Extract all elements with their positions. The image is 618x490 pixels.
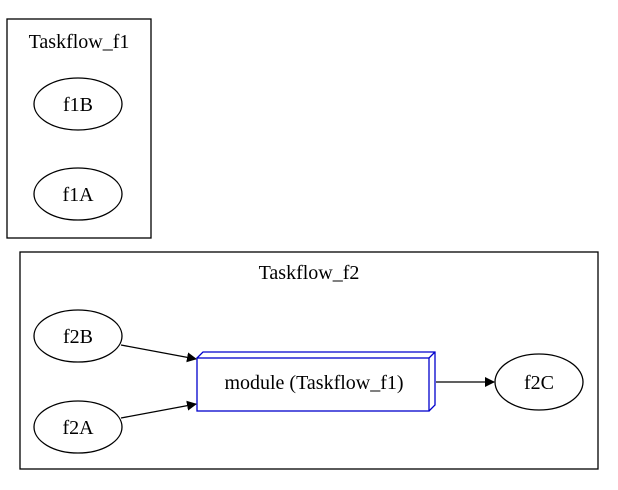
- cluster-taskflow-f2: Taskflow_f2: [19, 251, 599, 470]
- node-module-front: [196, 357, 430, 412]
- edge-f2a-to-module: [120, 400, 197, 419]
- cluster-taskflow-f1-border: [6, 18, 152, 239]
- cluster-taskflow-f2-border: [19, 251, 599, 470]
- node-module-depth: [196, 351, 436, 412]
- node-f2a-label: f2A: [62, 417, 94, 439]
- node-f1b-shape: [33, 77, 123, 131]
- cluster-taskflow-f2-label: Taskflow_f2: [259, 262, 360, 284]
- node-f2b-label: f2B: [63, 326, 93, 348]
- cluster-taskflow-f1-label: Taskflow_f1: [29, 31, 130, 53]
- node-f2a-shape: [33, 400, 123, 454]
- node-module-label: module (Taskflow_f1): [224, 372, 403, 394]
- node-f2c[interactable]: f2C: [494, 353, 584, 411]
- node-f1a[interactable]: f1A: [33, 167, 123, 221]
- node-f1a-label: f1A: [62, 184, 94, 206]
- node-f2b[interactable]: f2B: [33, 309, 123, 363]
- node-module[interactable]: module (Taskflow_f1): [196, 351, 436, 412]
- node-f1b-label: f1B: [63, 94, 93, 116]
- edge-f2b-to-module: [120, 344, 197, 363]
- node-f1b[interactable]: f1B: [33, 77, 123, 131]
- node-f1a-shape: [33, 167, 123, 221]
- node-f2c-shape: [494, 353, 584, 411]
- node-f2b-shape: [33, 309, 123, 363]
- cluster-taskflow-f1: Taskflow_f1: [6, 18, 152, 239]
- node-f2c-label: f2C: [524, 372, 554, 394]
- node-f2a[interactable]: f2A: [33, 400, 123, 454]
